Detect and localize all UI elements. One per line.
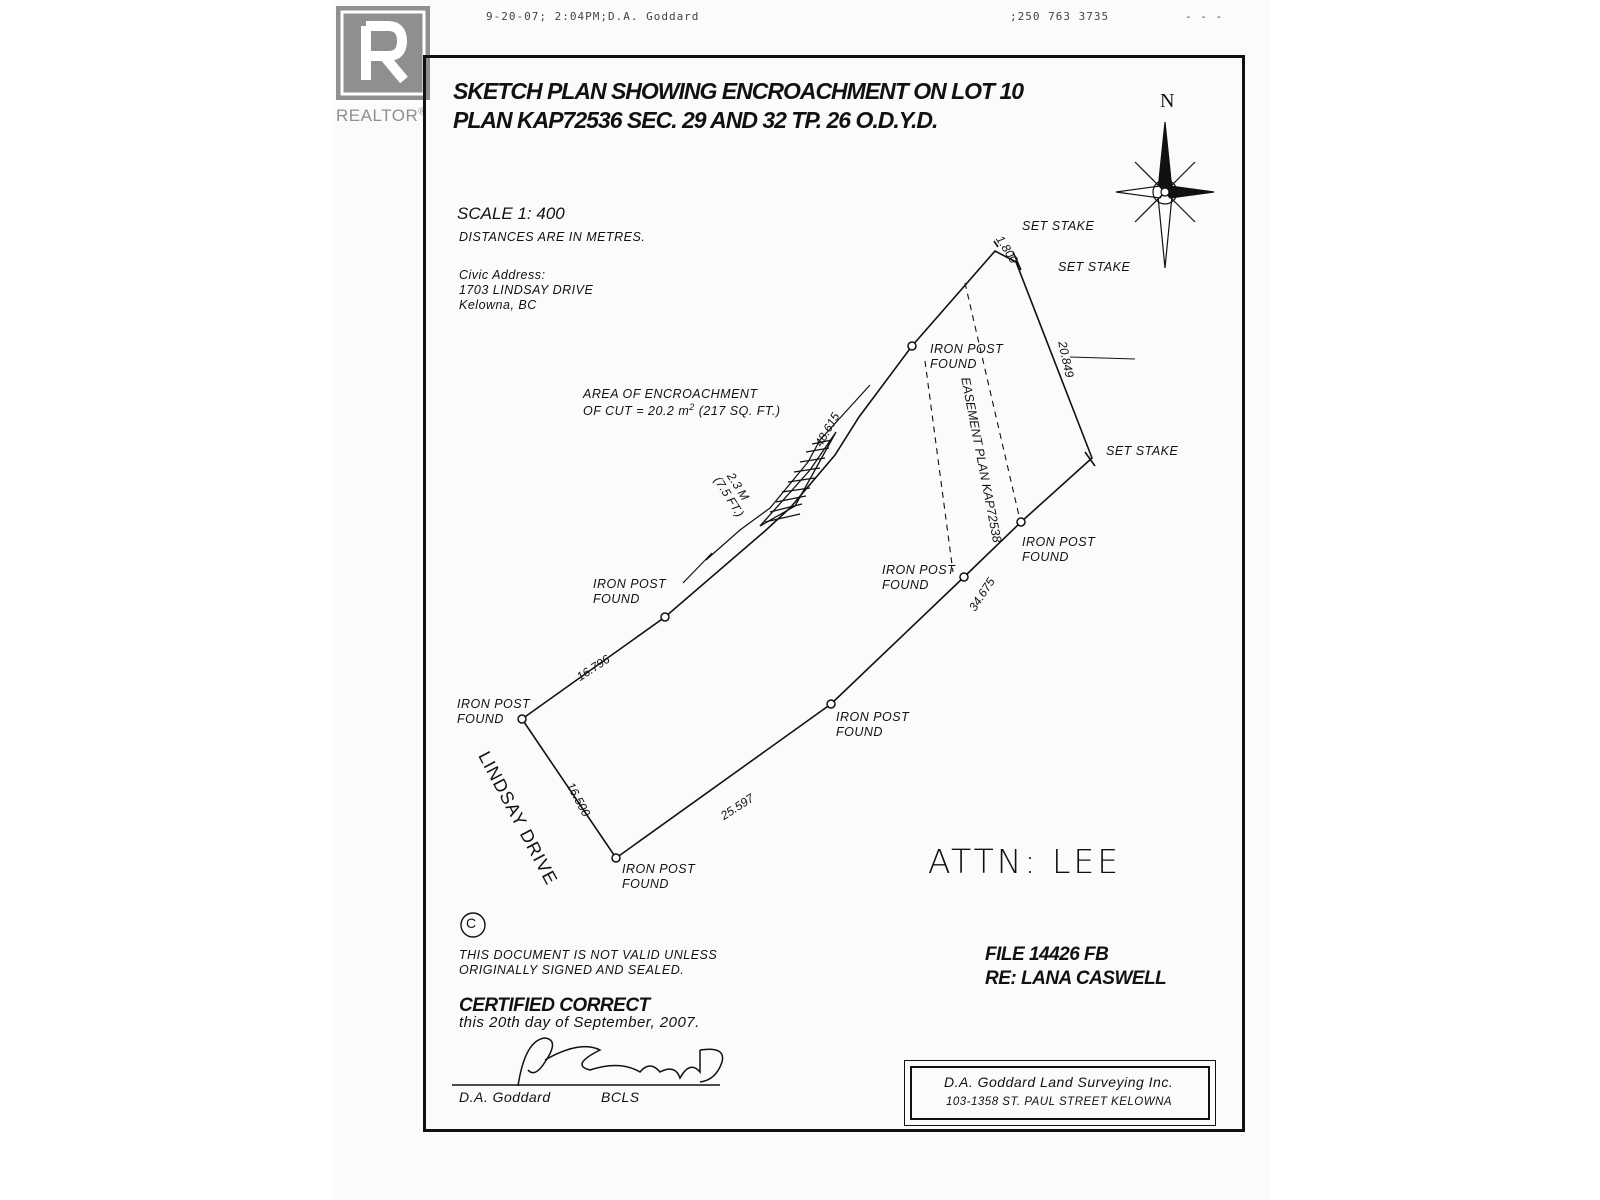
easement-line-east (964, 282, 1021, 521)
certified-heading: CERTIFIED CORRECT (459, 995, 650, 1016)
iron-post-marker (826, 699, 836, 709)
distances-note: DISTANCES ARE IN METRES. (459, 230, 646, 244)
scale-label: SCALE 1: 400 (457, 204, 565, 223)
civic-address-line1: 1703 LINDSAY DRIVE (459, 283, 594, 297)
validity-note-line2: ORIGINALLY SIGNED AND SEALED. (459, 963, 685, 977)
iron-post-marker (959, 572, 969, 582)
iron-post-found-label: FOUND (836, 725, 883, 739)
file-reference: RE: LANA CASWELL (985, 968, 1167, 989)
firm-name: D.A. Goddard Land Surveying Inc. (944, 1074, 1174, 1090)
easement-line-west (924, 360, 954, 573)
firm-box-outer (904, 1060, 1216, 1126)
iron-post-label: IRON POST (622, 862, 696, 876)
realtor-logo-text: REALTOR (336, 106, 419, 125)
iron-post-marker (1016, 517, 1026, 527)
drawing-frame (423, 55, 1245, 1132)
cut-edge-line (682, 384, 871, 584)
iron-post-found-label: FOUND (622, 877, 669, 891)
realtor-logo-icon (336, 6, 430, 100)
iron-post-marker (611, 853, 621, 863)
north-arrow-icon (1115, 121, 1215, 269)
attention-note: ATTN: LEE (928, 842, 1122, 881)
set-stake-label: SET STAKE (1106, 444, 1179, 458)
iron-post-label: IRON POST (882, 563, 956, 577)
iron-post-found-label: FOUND (593, 592, 640, 606)
validity-note-line1: THIS DOCUMENT IS NOT VALID UNLESS (459, 948, 718, 962)
firm-box (910, 1066, 1210, 1120)
lot-boundary (521, 249, 1093, 860)
firm-address: 103-1358 ST. PAUL STREET KELOWNA (946, 1096, 1173, 1108)
set-stake-label: SET STAKE (1058, 260, 1131, 274)
fax-header-left: 9-20-07; 2:04PM;D.A. Goddard (486, 10, 700, 23)
encroachment-label-line1: AREA OF ENCROACHMENT (583, 387, 758, 401)
page-title-line2: PLAN KAP72536 SEC. 29 AND 32 TP. 26 O.D.… (453, 107, 938, 133)
signature-icon (452, 1037, 724, 1087)
iron-post-marker (660, 612, 670, 622)
iron-post-label: IRON POST (593, 577, 667, 591)
copyright-circle (460, 912, 486, 938)
page-title-line1: SKETCH PLAN SHOWING ENCROACHMENT ON LOT … (453, 78, 1024, 104)
encroachment-hatch (759, 431, 837, 527)
fax-header-marks: - - - (1185, 10, 1224, 23)
certified-date: this 20th day of September, 2007. (459, 1014, 700, 1031)
signer-title: BCLS (601, 1089, 640, 1105)
copyright-symbol: C (466, 915, 477, 931)
iron-post-found-label: FOUND (1022, 550, 1069, 564)
iron-post-label: IRON POST (836, 710, 910, 724)
iron-post-label: IRON POST (1022, 535, 1096, 549)
civic-address-line2: Kelowna, BC (459, 298, 537, 312)
realtor-logo: REALTOR® (336, 6, 430, 126)
set-stake-label: SET STAKE (1022, 219, 1095, 233)
registered-mark: ® (418, 106, 427, 118)
fax-header-right: ;250 763 3735 (1010, 10, 1110, 23)
iron-post-found-label: FOUND (457, 712, 504, 726)
iron-post-label: IRON POST (930, 342, 1004, 356)
iron-post-marker (517, 714, 527, 724)
encroachment-label-line2: OF CUT = 20.2 m2 (217 SQ. FT.) (583, 402, 781, 419)
iron-post-label: IRON POST (457, 697, 531, 711)
north-label: N (1160, 90, 1175, 112)
civic-address-label: Civic Address: (459, 268, 546, 282)
signer-name: D.A. Goddard (459, 1089, 551, 1105)
document-page (332, 0, 1270, 1200)
iron-post-found-label: FOUND (930, 357, 977, 371)
iron-post-marker (907, 341, 917, 351)
file-number: FILE 14426 FB (985, 944, 1109, 965)
iron-post-found-label: FOUND (882, 578, 929, 592)
